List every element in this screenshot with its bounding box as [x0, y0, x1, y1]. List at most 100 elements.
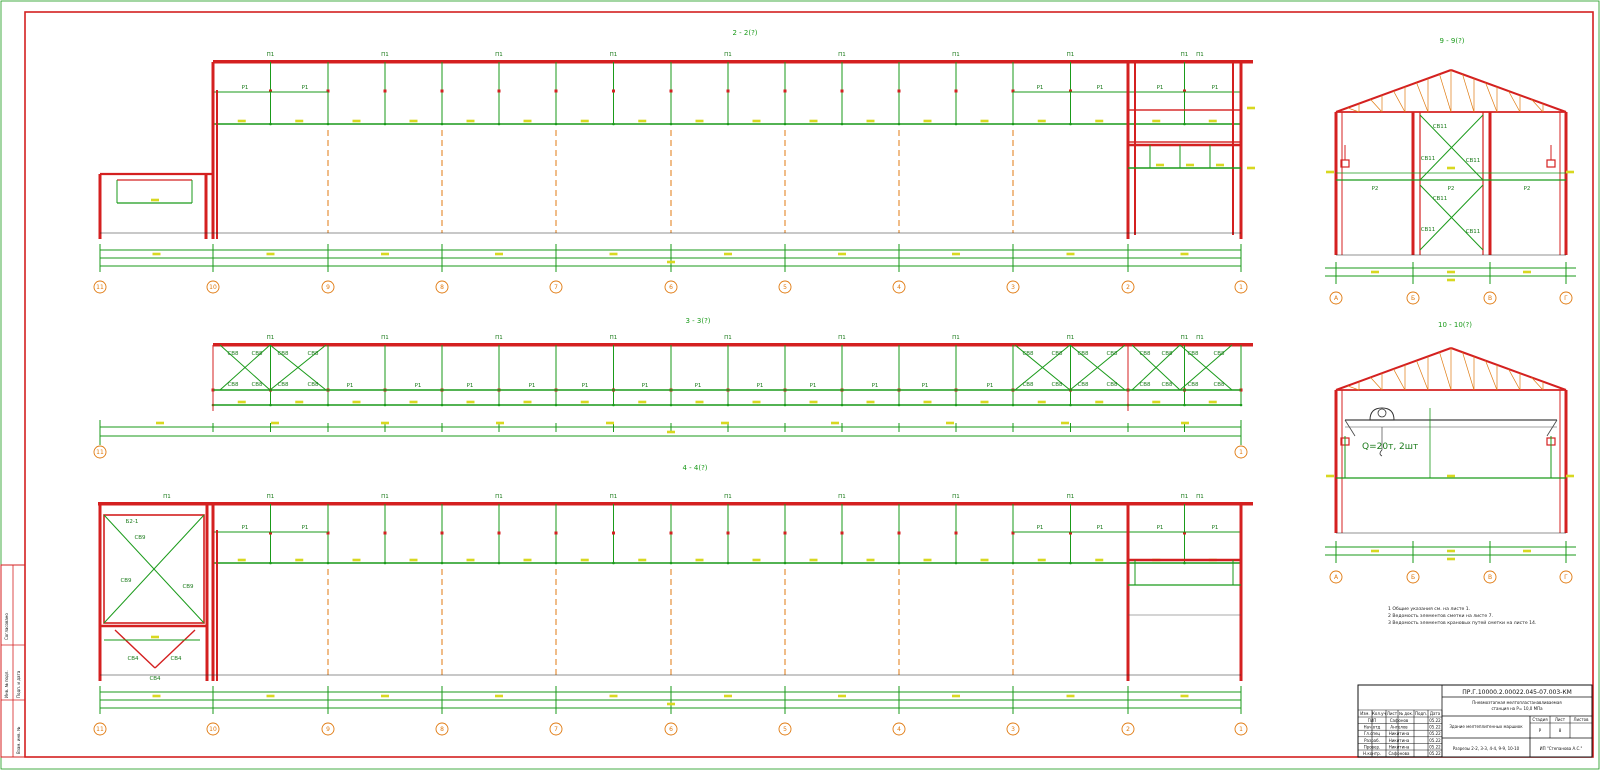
axis-bubble — [549, 722, 563, 736]
dimension-mark — [1371, 270, 1379, 274]
dimension-mark — [1095, 558, 1104, 562]
axis-bubble — [321, 280, 335, 294]
table-column-header: Лист — [1387, 711, 1398, 716]
label-beam-p1: Р1 — [1157, 525, 1164, 531]
dimension-mark — [381, 694, 389, 698]
dimension-mark — [1247, 166, 1255, 170]
dimension-mark — [1152, 119, 1161, 123]
dimension-mark — [724, 252, 732, 256]
dimension-mark — [1095, 119, 1104, 123]
support-tick — [1069, 89, 1072, 93]
section-title-9-9: 9 - 9(?) — [1439, 37, 1464, 45]
section-title-2-2: 2 - 2(?) — [732, 29, 757, 37]
label-brace-cb8: СВ8 — [307, 351, 319, 357]
inner-frame — [24, 11, 1594, 758]
signature-name: Никитина — [1389, 738, 1410, 743]
crane-hook-drum — [1377, 408, 1387, 418]
support-tick — [897, 89, 901, 93]
signature-date: 05.22 — [1429, 725, 1441, 730]
dimension-mark — [580, 119, 589, 123]
dimension-mark — [496, 421, 504, 425]
dimension-mark — [381, 421, 389, 425]
dimension-mark — [152, 694, 161, 698]
crane-bracket — [1546, 159, 1556, 168]
axis-label: 5 — [783, 284, 787, 291]
dimension-mark — [1181, 421, 1189, 425]
dimension-mark — [695, 119, 704, 123]
signature-name: Сафонова — [1389, 751, 1411, 756]
axis-label: 3 — [1011, 284, 1015, 291]
axis-bubble — [1559, 570, 1573, 584]
axis-bubble — [1234, 445, 1248, 459]
note-1: 1 Общие указания см. на листе 1. — [1388, 606, 1470, 612]
section-title-3-3: 3 - 3(?) — [685, 317, 710, 325]
axis-bubble — [892, 722, 906, 736]
axis-label: А — [1334, 295, 1339, 302]
axis-bubble — [1121, 722, 1135, 736]
axis-bubble — [93, 280, 107, 294]
label-beam-p1: Р1 — [1037, 525, 1044, 531]
axis-bubble — [1406, 291, 1420, 305]
label-gable-brace: СВ11 — [1433, 196, 1448, 202]
dimension-mark — [1156, 163, 1164, 167]
truss-web-diagonal — [1508, 368, 1521, 391]
label-beam-p1: Р1 — [242, 525, 249, 531]
label-brace-cb4: СВ4 — [127, 656, 139, 662]
dimension-mark — [1447, 474, 1455, 478]
dimension-mark — [752, 558, 761, 562]
label-brace-cb8: СВ8 — [1106, 351, 1118, 357]
label-beam-p1: Р1 — [810, 383, 817, 389]
cross-brace — [1014, 344, 1071, 391]
dimension-mark — [980, 400, 989, 404]
support-tick — [612, 531, 615, 535]
label-beam-p1: Р1 — [872, 383, 879, 389]
gable-brace — [1419, 184, 1484, 251]
label-hopper-frame: Б2-1 — [126, 519, 139, 525]
label-top-chord: П1 — [495, 52, 503, 58]
truss-web-diagonal — [1393, 368, 1406, 391]
signature-name: Ангелов — [1390, 725, 1408, 730]
crane-end — [1546, 419, 1558, 437]
axis-label: 2 — [1126, 726, 1130, 733]
label-beam-p1: Р1 — [529, 383, 536, 389]
dimension-mark — [295, 119, 304, 123]
annex-roof — [98, 502, 213, 506]
dimension-mark — [1180, 252, 1189, 256]
support-tick — [840, 89, 844, 93]
node-point — [1183, 122, 1186, 126]
dimension-mark — [866, 558, 875, 562]
dimension-mark — [295, 400, 304, 404]
label-top-chord: П1 — [610, 494, 618, 500]
support-tick — [383, 89, 387, 93]
label-top-chord: П1 — [1067, 494, 1075, 500]
gable-brace — [1419, 114, 1484, 181]
label-top-chord: П1 — [1196, 335, 1204, 341]
truss-web-diagonal — [1485, 360, 1498, 391]
axis-label: 11 — [96, 284, 104, 291]
dimension-mark — [1037, 558, 1046, 562]
dimension-mark — [295, 558, 304, 562]
label-brace-cb8: СВ8 — [1139, 351, 1151, 357]
title-block: ПР.Г.10000.2.00022.045-07.003-КМ Пневмоэ… — [1357, 684, 1593, 758]
truss-web-diagonal — [1393, 90, 1406, 113]
support-tick — [440, 89, 444, 93]
signature-name: Никитина — [1389, 731, 1410, 736]
support-tick — [783, 531, 787, 535]
support-tick — [497, 89, 501, 93]
axis-label: 9 — [326, 726, 330, 733]
node-point — [1069, 122, 1072, 126]
label-top-chord: П1 — [838, 494, 846, 500]
dimension-mark — [1186, 163, 1194, 167]
label-beam-p1: Р1 — [1097, 525, 1104, 531]
dimension-mark — [638, 558, 647, 562]
support-tick — [1011, 531, 1015, 535]
dimension-mark — [721, 421, 729, 425]
support-tick — [726, 531, 730, 535]
signature-name: Никитина — [1389, 744, 1410, 749]
label-top-chord: П1 — [952, 52, 960, 58]
dimension-mark — [152, 252, 161, 256]
sheet-value: 8 — [1559, 728, 1562, 733]
label-beam-p1: Р1 — [987, 383, 994, 389]
label-beam-p1: Р1 — [1097, 85, 1104, 91]
